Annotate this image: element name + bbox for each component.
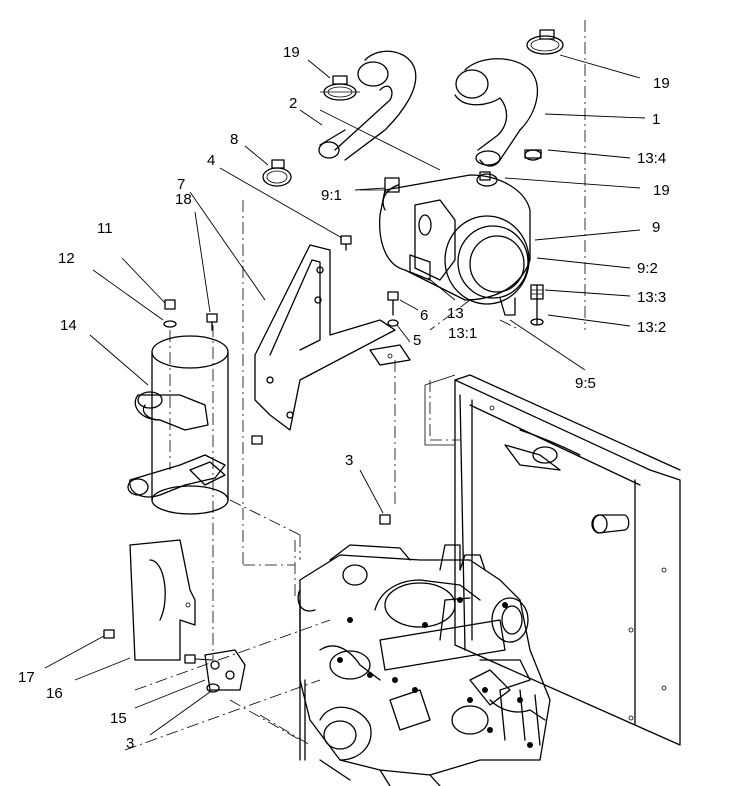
callout-19-top: 19	[653, 75, 670, 92]
radiator	[424, 374, 681, 746]
callout-9-1: 9:1	[321, 187, 342, 204]
callout-1: 1	[652, 111, 660, 128]
callout-19-cleaner: 19	[653, 182, 670, 199]
bolt-17	[103, 629, 115, 639]
bolt-bracket-lower	[251, 435, 263, 445]
bolt-4	[340, 235, 352, 251]
nut-13-4	[524, 149, 542, 161]
callout-13-2: 13:2	[637, 319, 666, 336]
callout-15: 15	[110, 710, 127, 727]
hose-clamp-8	[262, 159, 292, 187]
plate-5	[369, 291, 411, 366]
callout-12: 12	[58, 250, 75, 267]
callout-17: 17	[18, 669, 35, 686]
callout-11: 11	[97, 220, 113, 237]
callout-8: 8	[230, 131, 238, 148]
callout-19-left: 19	[283, 44, 300, 61]
callout-2: 2	[289, 95, 297, 112]
heat-shield-16	[129, 539, 196, 661]
bolt-18	[206, 313, 218, 331]
callout-13-4: 13:4	[637, 150, 666, 167]
nut-3-upper	[379, 514, 391, 525]
nut-11	[163, 299, 177, 328]
stud-13-3	[530, 284, 544, 326]
bracket-7	[254, 244, 396, 431]
callout-3-upper: 3	[345, 452, 353, 469]
bracket-15	[184, 649, 246, 693]
callout-13-3: 13:3	[637, 289, 666, 306]
callout-13-1: 13:1	[448, 325, 477, 342]
callout-labels: 19 2 8 4 7 9:1 19 1 13:4 19 9 9:2 13:3 1…	[18, 44, 670, 752]
callout-3-lower: 3	[126, 735, 134, 752]
air-cleaner-9	[379, 174, 531, 316]
callout-14: 14	[60, 317, 77, 334]
callout-9-2: 9:2	[637, 260, 658, 277]
callout-9: 9	[652, 219, 660, 236]
callout-18: 18	[175, 191, 192, 208]
guide-lines	[124, 20, 586, 751]
hose-2	[318, 50, 417, 161]
leader-lines	[44, 54, 646, 736]
callout-9-5: 9:5	[575, 375, 596, 392]
callout-4: 4	[207, 152, 215, 169]
engine	[297, 544, 551, 786]
hose-clamp-19-left	[323, 75, 357, 101]
callout-13: 13	[447, 305, 464, 322]
callout-7: 7	[177, 176, 185, 193]
hose-elbow-1	[454, 58, 539, 167]
callout-6: 6	[420, 307, 428, 324]
muffler-14	[127, 335, 229, 515]
hose-clamp-19-top	[526, 29, 564, 55]
callout-5: 5	[413, 332, 421, 349]
callout-16: 16	[46, 685, 63, 702]
hose-clamp-19-cleaner	[476, 171, 498, 187]
